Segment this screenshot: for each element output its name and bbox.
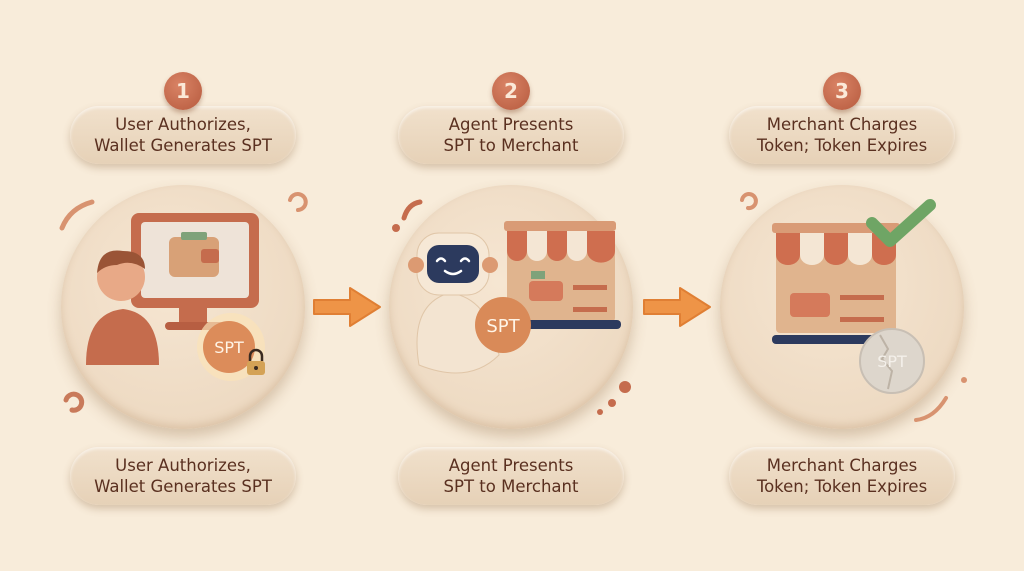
step-number-badge: 1 xyxy=(164,72,202,110)
step-caption-line: Wallet Generates SPT xyxy=(94,477,272,496)
step-caption-line: Agent Presents xyxy=(448,456,574,475)
arrow-right-icon xyxy=(313,287,381,327)
agent-merchant-illustration: SPT xyxy=(389,185,633,429)
robot-agent-icon: SPT xyxy=(408,232,531,374)
locked-token-icon: SPT xyxy=(197,313,265,381)
step-title-line: Merchant Charges xyxy=(766,115,918,134)
step-caption-line: SPT to Merchant xyxy=(443,477,579,496)
expired-token-icon: SPT xyxy=(859,328,925,394)
step-3: 3 Merchant Charges Token; Token Expires … xyxy=(692,0,992,571)
arrow-right-icon xyxy=(643,287,711,327)
step-1: 1 User Authorizes, Wallet Generates SPT … xyxy=(33,0,333,571)
step-title-line: Token; Token Expires xyxy=(756,136,928,155)
token-label: SPT xyxy=(214,338,244,357)
step-number-badge: 3 xyxy=(823,72,861,110)
monitor-wallet-icon xyxy=(86,213,259,365)
checkmark-icon xyxy=(866,199,936,247)
step-caption: Agent Presents SPT to Merchant xyxy=(398,447,624,505)
step-caption-line: Merchant Charges xyxy=(766,456,918,475)
step-title-line: Wallet Generates SPT xyxy=(94,136,272,155)
token-label: SPT xyxy=(877,352,907,371)
step-title: User Authorizes, Wallet Generates SPT xyxy=(70,106,296,164)
step-2: 2 Agent Presents SPT to Merchant xyxy=(361,0,661,571)
step-caption-line: User Authorizes, xyxy=(115,456,251,475)
user-wallet-illustration: SPT xyxy=(61,185,305,429)
step-title: Merchant Charges Token; Token Expires xyxy=(729,106,955,164)
step-title-line: User Authorizes, xyxy=(115,115,251,134)
step-title-line: Agent Presents xyxy=(448,115,574,134)
step-number-badge: 2 xyxy=(492,72,530,110)
step-title: Agent Presents SPT to Merchant xyxy=(398,106,624,164)
step-caption: User Authorizes, Wallet Generates SPT xyxy=(70,447,296,505)
step-caption: Merchant Charges Token; Token Expires xyxy=(729,447,955,505)
step-caption-line: Token; Token Expires xyxy=(756,477,928,496)
storefront-icon xyxy=(501,221,621,329)
step-title-line: SPT to Merchant xyxy=(443,136,579,155)
merchant-charge-illustration: SPT xyxy=(720,185,964,429)
token-label: SPT xyxy=(486,316,520,337)
